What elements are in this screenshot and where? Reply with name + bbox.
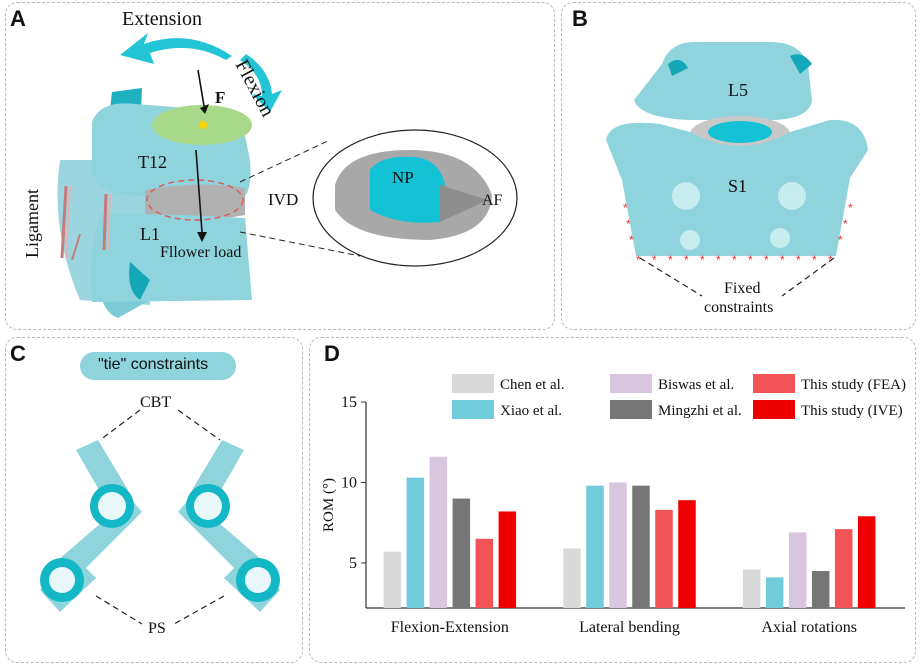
svg-text:*: * <box>716 253 721 267</box>
svg-text:*: * <box>764 253 769 267</box>
bar-3-4 <box>811 570 830 608</box>
bar-2-2 <box>586 485 604 608</box>
panel-b-letter: B <box>572 6 588 31</box>
svg-text:*: * <box>812 253 817 267</box>
legend-label: This study (FEA) <box>801 377 906 393</box>
svg-text:*: * <box>838 233 843 247</box>
l5-label: L5 <box>728 80 748 100</box>
y-tick-label: 10 <box>341 474 357 491</box>
flexion-arrow-icon <box>240 54 282 112</box>
x-category-label: Lateral bending <box>579 619 680 636</box>
svg-text:*: * <box>780 253 785 267</box>
bar-3-5 <box>834 529 853 608</box>
bar-1-2 <box>406 477 425 608</box>
svg-text:*: * <box>629 233 634 247</box>
svg-text:*: * <box>626 217 631 231</box>
extension-label: Extension <box>122 8 202 30</box>
nucleus-pulposus <box>370 156 445 223</box>
svg-text:*: * <box>848 201 853 215</box>
bar-2-1 <box>563 548 581 608</box>
np-label: NP <box>392 168 414 187</box>
load-point <box>199 121 207 129</box>
cbt-label: CBT <box>140 394 172 411</box>
panel-c <box>5 337 303 663</box>
bar-1-4 <box>452 498 471 608</box>
s1-label: S1 <box>728 176 748 196</box>
bar-1-5 <box>475 538 494 608</box>
force-label: F <box>215 88 226 107</box>
svg-text:*: * <box>796 253 801 267</box>
af-label: AF <box>482 192 503 209</box>
y-tick-label: 5 <box>349 555 357 572</box>
legend-label: This study (IVE) <box>801 403 903 419</box>
bar-3-3 <box>788 532 807 608</box>
bar-3-6 <box>857 516 876 608</box>
legend-swatch <box>452 374 494 393</box>
svg-text:*: * <box>652 253 657 267</box>
ps-label: PS <box>148 620 166 637</box>
svg-text:*: * <box>732 253 737 267</box>
svg-text:*: * <box>843 217 848 231</box>
panel-c-letter: C <box>10 341 26 366</box>
bar-3-2 <box>765 577 784 608</box>
tie-constraints-badge <box>80 352 236 380</box>
force-arrow-icon <box>200 104 209 114</box>
bar-3-1 <box>742 569 761 608</box>
ivd-disc <box>145 184 245 220</box>
follower-load-label: Fllower load <box>160 244 242 261</box>
ivd-highlight <box>146 179 244 221</box>
svg-text:*: * <box>668 253 673 267</box>
s1-sacrum <box>606 119 868 256</box>
legend-label: Chen et al. <box>500 377 565 393</box>
svg-text:*: * <box>623 201 628 215</box>
cbt-screw-left <box>40 440 142 612</box>
t12-label: T12 <box>138 152 167 172</box>
tie-constraints-label: "tie" constraints <box>98 356 209 373</box>
legend-swatch <box>753 400 795 419</box>
legend-label: Xiao et al. <box>500 403 562 419</box>
svg-text:*: * <box>700 253 705 267</box>
bar-1-6 <box>498 511 517 608</box>
ligament-line <box>60 185 68 259</box>
legend-label: Mingzhi et al. <box>658 403 742 419</box>
panel-a-letter: A <box>10 6 26 31</box>
follower-arrow-icon <box>197 232 207 242</box>
legend-swatch <box>452 400 494 419</box>
svg-text:*: * <box>748 253 753 267</box>
legend-swatch <box>610 400 652 419</box>
panel-d-letter: D <box>324 341 340 366</box>
x-category-label: Axial rotations <box>761 619 857 636</box>
legend-swatch <box>610 374 652 393</box>
x-category-label: Flexion-Extension <box>391 619 509 636</box>
cbt-screw-right <box>178 440 280 612</box>
bar-2-5 <box>655 509 673 608</box>
fixed-label-line1: Fixed <box>724 280 761 297</box>
legend-label: Biswas et al. <box>658 377 734 393</box>
bar-2-6 <box>678 500 696 608</box>
legend-swatch <box>753 374 795 393</box>
bar-1-3 <box>429 456 448 608</box>
svg-text:*: * <box>636 253 641 267</box>
bar-2-3 <box>609 482 627 608</box>
extension-arrow-icon <box>120 33 232 64</box>
svg-text:*: * <box>684 253 689 267</box>
fixed-label-line2: constraints <box>704 299 774 316</box>
bar-2-4 <box>632 485 650 608</box>
y-tick-label: 15 <box>341 394 357 411</box>
ivd-label: IVD <box>268 190 299 209</box>
l1-label: L1 <box>140 224 160 244</box>
y-axis-label: ROM (°) <box>321 478 337 532</box>
bar-1-1 <box>383 551 402 608</box>
